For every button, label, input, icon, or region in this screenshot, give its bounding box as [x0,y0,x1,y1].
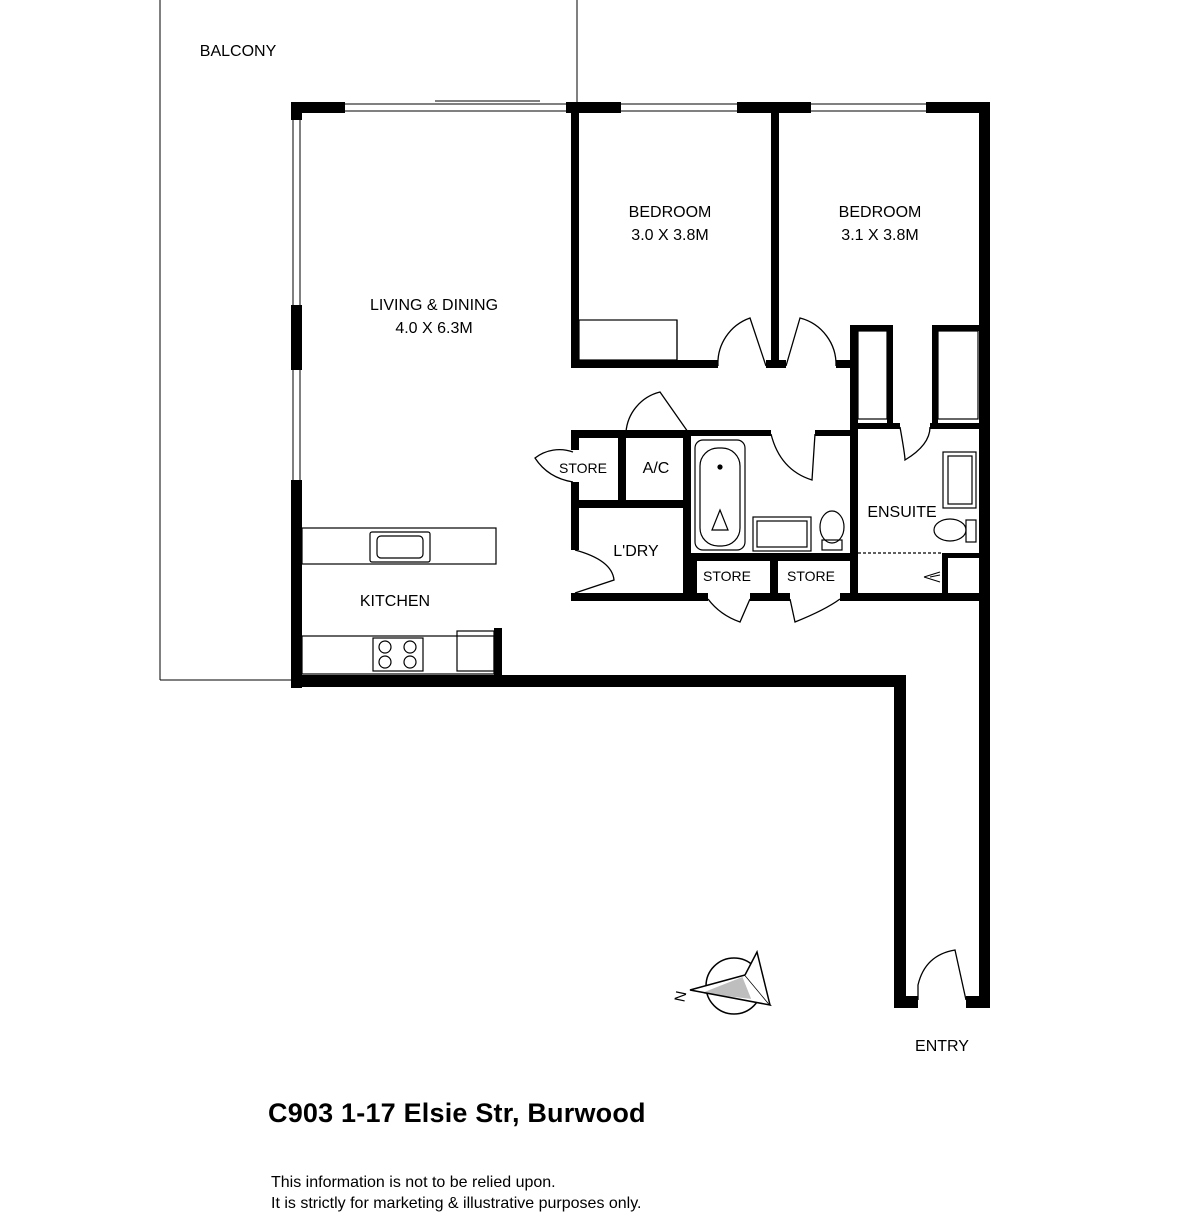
bedroom1-label: BEDROOM 3.0 X 3.8M [629,201,712,247]
disclaimer: This information is not to be relied upo… [271,1172,642,1214]
windows [292,100,926,480]
wardrobes [578,319,979,420]
living-dining-label: LIVING & DINING 4.0 X 6.3M [370,294,498,340]
bedroom1-size: 3.0 X 3.8M [631,227,709,244]
laundry-label: L'DRY [613,543,659,560]
store1-label: STORE [559,460,607,476]
ensuite-label: ENSUITE [867,504,937,521]
disclaimer-line2: It is strictly for marketing & illustrat… [271,1195,642,1212]
living-dining-size: 4.0 X 6.3M [395,320,473,337]
property-title: C903 1-17 Elsie Str, Burwood [268,1098,646,1128]
bath-fixtures [694,439,977,583]
exterior-walls [291,102,990,1008]
bedroom1-name: BEDROOM [628,204,712,221]
entry-label: ENTRY [915,1038,969,1055]
living-dining-name: LIVING & DINING [369,297,499,314]
door-swings [534,317,967,1001]
store2-label: STORE [703,568,751,584]
bedroom2-size: 3.1 X 3.8M [841,227,919,244]
kitchen-label: KITCHEN [359,593,431,610]
kitchen-benches [301,527,497,675]
store3-label: STORE [787,568,835,584]
ac-label: A/C [642,460,670,477]
balcony-outline [159,0,578,681]
balcony-label: BALCONY [199,43,277,60]
disclaimer-line1: This information is not to be relied upo… [271,1174,556,1191]
interior-walls [571,102,985,601]
bedroom2-label: BEDROOM 3.1 X 3.8M [839,201,922,247]
north-arrow-icon [689,949,772,1015]
bedroom2-name: BEDROOM [838,204,922,221]
